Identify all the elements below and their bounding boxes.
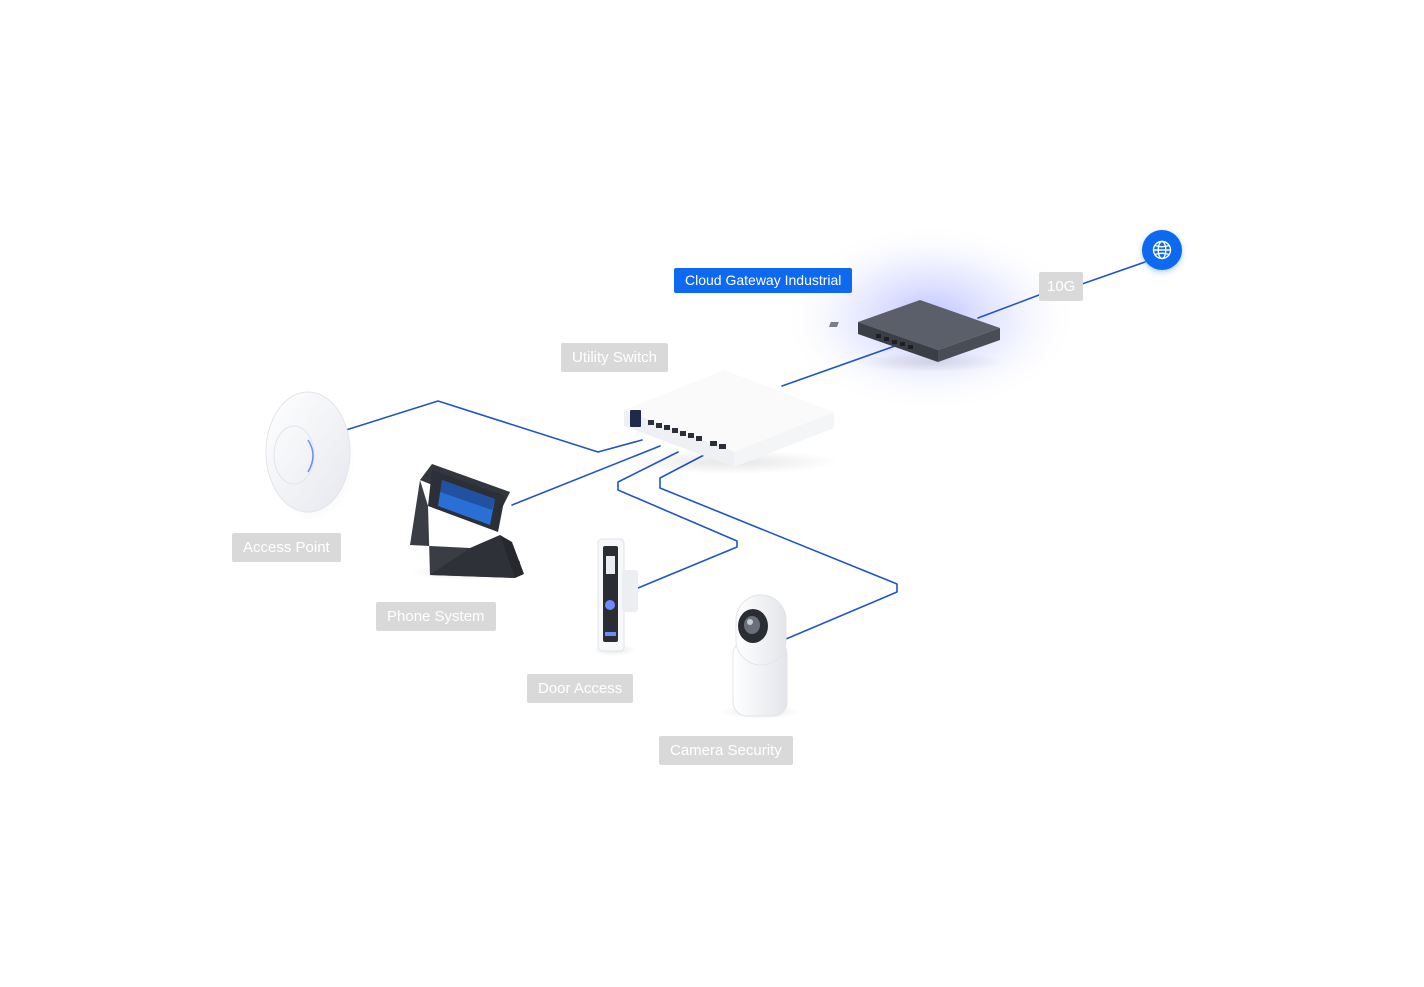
camera-label[interactable]: Camera Security [659, 736, 793, 765]
camera-device [720, 594, 800, 719]
link-internet-uplink [1081, 261, 1146, 285]
link-gateway-switch [781, 345, 896, 387]
door-access-device [592, 538, 638, 656]
link-uplink-gateway [977, 294, 1040, 319]
phone-label[interactable]: Phone System [376, 602, 496, 631]
link-switch-door [617, 451, 738, 589]
gateway-label[interactable]: Cloud Gateway Industrial [674, 268, 853, 293]
door-access-label[interactable]: Door Access [527, 674, 634, 703]
access-point-label[interactable]: Access Point [232, 533, 341, 562]
globe-icon [1152, 240, 1172, 260]
switch-label[interactable]: Utility Switch [561, 343, 669, 372]
switch-device [620, 370, 840, 474]
gateway-device [828, 300, 1005, 372]
uplink-speed-badge: 10G [1039, 272, 1084, 301]
link-switch-camera [659, 454, 898, 640]
link-switch-access-point [345, 400, 643, 453]
internet-globe-button[interactable] [1142, 230, 1182, 270]
phone-device [410, 464, 530, 580]
link-switch-phone [511, 445, 661, 506]
access-point-device [265, 391, 356, 522]
network-links [345, 261, 1146, 640]
